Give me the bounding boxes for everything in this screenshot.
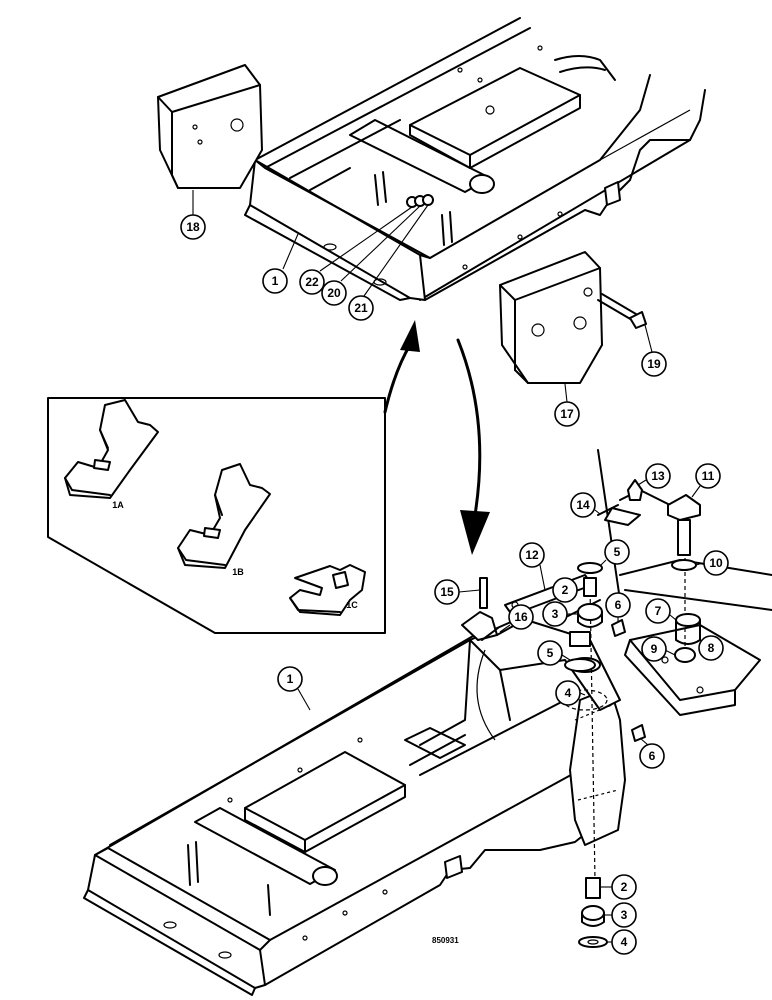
callout-10: 10 [695,550,729,576]
callout-5-upper: 5 [599,539,630,567]
svg-text:14: 14 [576,498,590,512]
top-counterweight-frame [244,17,706,301]
variant-1c-weight [289,564,366,616]
svg-text:1: 1 [272,274,279,288]
svg-text:9: 9 [651,642,658,656]
callout-13: 13 [637,463,671,489]
svg-text:6: 6 [615,598,622,612]
svg-text:16: 16 [514,610,528,624]
callout-21: 21 [348,204,429,321]
counterweight-block-left [157,64,263,189]
arrow-inset-to-top [383,320,420,414]
svg-text:5: 5 [614,545,621,559]
svg-text:19: 19 [647,357,661,371]
bottom-main-frame [83,617,626,996]
callout-5-lower: 5 [537,640,571,666]
bolt-16 [496,624,516,636]
swivel-7-8-9 [674,613,701,663]
callout-11: 11 [691,463,721,498]
callout-14: 14 [570,492,601,518]
svg-text:7: 7 [655,604,662,618]
svg-text:3: 3 [552,607,559,621]
callout-3-lower: 3 [604,902,637,928]
svg-text:22: 22 [305,275,319,289]
bolt-11 [667,494,701,556]
callout-1-top: 1 [262,233,299,294]
label-variant-1a: 1A [112,500,124,510]
counterweight-block-right [499,251,603,384]
svg-text:11: 11 [702,469,715,483]
drawing-number: 850931 [432,936,459,945]
svg-text:17: 17 [560,407,574,421]
svg-text:18: 18 [186,220,200,234]
callout-16: 16 [499,604,534,633]
svg-text:21: 21 [354,301,368,315]
svg-text:4: 4 [565,686,572,700]
pin-13 [627,479,643,501]
svg-text:12: 12 [525,548,539,562]
callout-4-lower: 4 [607,929,637,955]
callout-9: 9 [641,636,676,662]
variant-1b-weight [177,463,271,569]
callout-1-bottom: 1 [277,666,311,711]
stack-2-3-4-lower [578,877,608,948]
svg-text:8: 8 [708,641,715,655]
svg-text:4: 4 [621,935,628,949]
washer-10 [671,559,697,571]
callout-18: 18 [180,190,206,240]
svg-text:6: 6 [649,749,656,763]
callout-15: 15 [434,579,481,605]
arrow-top-to-bottom [456,338,490,555]
svg-text:5: 5 [547,646,554,660]
callout-12: 12 [519,542,546,591]
callout-6-lower: 6 [639,737,665,769]
grease-fitting-6a [611,619,626,637]
callout-3-upper: 3 [542,601,578,627]
label-variant-1b: 1B [232,567,244,577]
svg-text:20: 20 [327,286,341,300]
svg-text:1: 1 [287,672,294,686]
svg-text:13: 13 [651,469,665,483]
callout-7: 7 [645,598,677,624]
pin-15 [461,577,499,641]
svg-text:10: 10 [709,556,723,570]
callout-22: 22 [299,206,413,295]
svg-text:3: 3 [621,908,628,922]
inset-counterweight-variants: 1A 1B 1C [47,397,386,634]
callout-8: 8 [698,635,724,661]
label-variant-1c: 1C [346,600,358,610]
pin-14 [597,504,641,526]
callout-2-upper: 2 [552,577,585,603]
callout-19: 19 [641,324,667,377]
svg-text:2: 2 [562,583,569,597]
callout-4-upper: 4 [555,680,586,706]
stack-2-3-5-upper [564,562,603,672]
callout-20: 20 [321,205,421,306]
svg-text:15: 15 [440,585,454,599]
callout-6-upper: 6 [605,592,631,622]
callout-17: 17 [554,383,580,427]
svg-text:2: 2 [621,880,628,894]
bolt-19 [597,293,647,329]
grease-fitting-6b [631,724,646,742]
variant-1a-weight [64,399,159,499]
callout-2-lower: 2 [600,874,637,900]
